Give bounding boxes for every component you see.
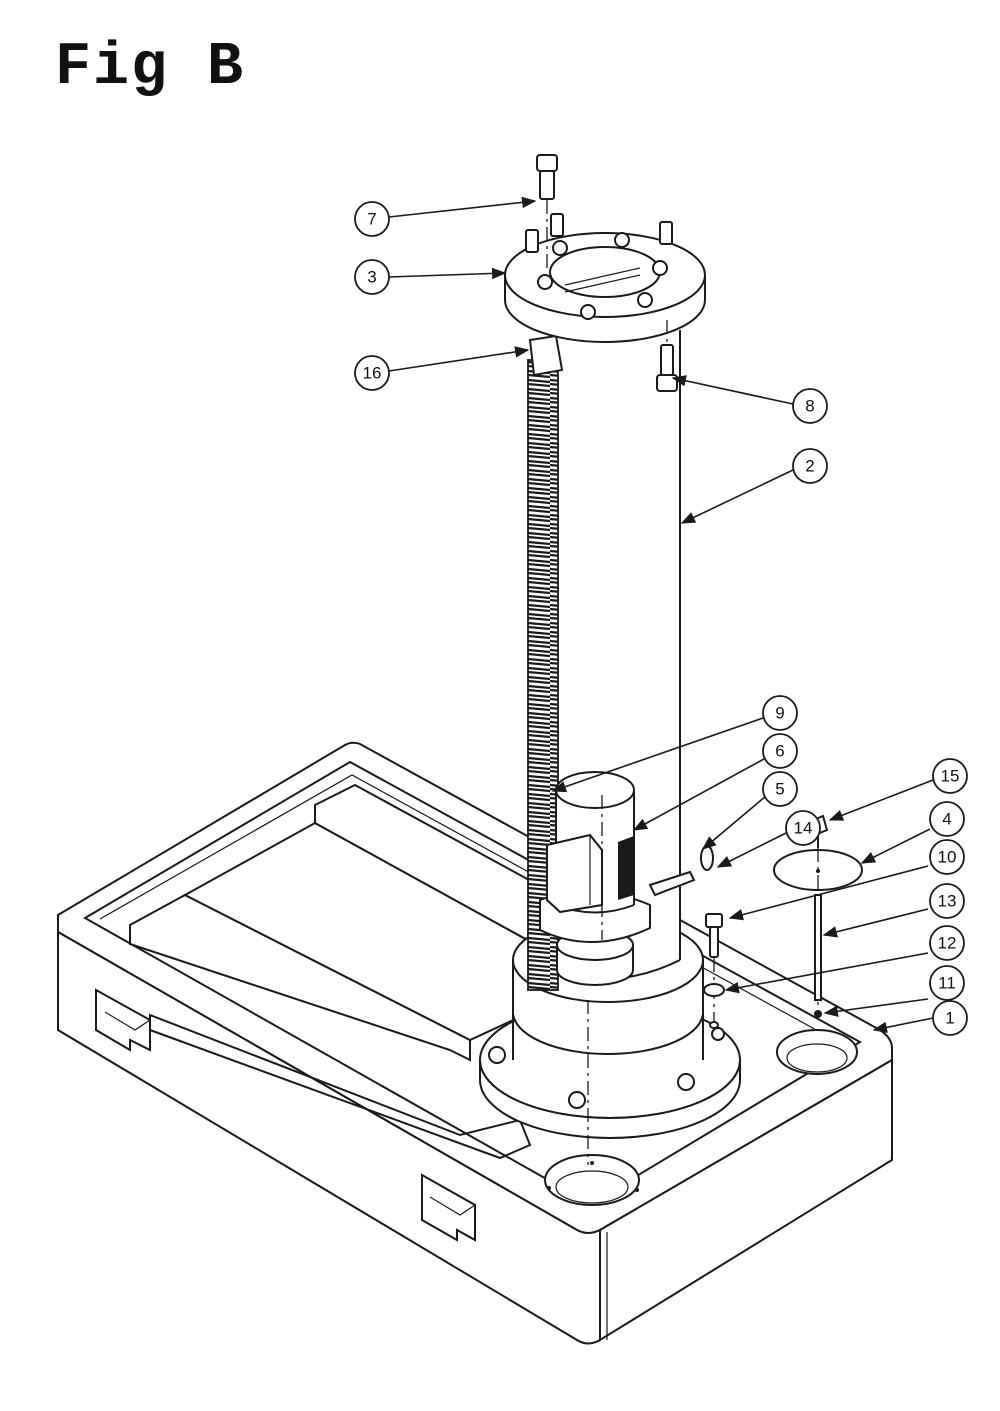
callout-label-6: 6	[775, 742, 784, 761]
figure-title: Fig B	[55, 34, 246, 102]
callout-15: 15	[932, 758, 968, 794]
callout-6: 6	[762, 733, 798, 769]
callout-label-1: 1	[945, 1009, 954, 1028]
callout-2: 2	[792, 448, 828, 484]
callout-label-8: 8	[805, 397, 814, 416]
callout-14: 14	[785, 810, 821, 846]
callout-label-2: 2	[805, 457, 814, 476]
cap-screw-upper	[536, 154, 558, 270]
callout-3: 3	[354, 259, 390, 295]
column-top-plate	[504, 213, 706, 343]
callout-label-16: 16	[363, 364, 382, 383]
callout-label-12: 12	[938, 934, 957, 953]
callout-label-14: 14	[794, 819, 813, 838]
callout-label-7: 7	[367, 210, 376, 229]
coolant-cover-parts	[703, 814, 863, 1029]
leader-lines	[388, 196, 934, 1034]
callout-label-13: 13	[938, 892, 957, 911]
callout-label-4: 4	[942, 810, 951, 829]
callout-8: 8	[792, 388, 828, 424]
callout-label-5: 5	[775, 780, 784, 799]
callout-label-11: 11	[938, 974, 956, 993]
callout-12: 12	[929, 925, 965, 961]
callout-16: 16	[354, 355, 390, 391]
callout-9: 9	[762, 695, 798, 731]
callout-11: 11	[929, 965, 965, 1001]
callout-label-15: 15	[941, 767, 960, 786]
callout-10: 10	[929, 839, 965, 875]
coolant-pump	[539, 771, 714, 986]
callout-5: 5	[762, 771, 798, 807]
callout-13: 13	[929, 883, 965, 919]
callout-label-3: 3	[367, 268, 376, 287]
callout-1: 1	[932, 1000, 968, 1036]
base-plate	[57, 741, 893, 1345]
callout-label-9: 9	[775, 704, 784, 723]
callout-4: 4	[929, 801, 965, 837]
callout-7: 7	[354, 201, 390, 237]
callout-label-10: 10	[938, 848, 957, 867]
